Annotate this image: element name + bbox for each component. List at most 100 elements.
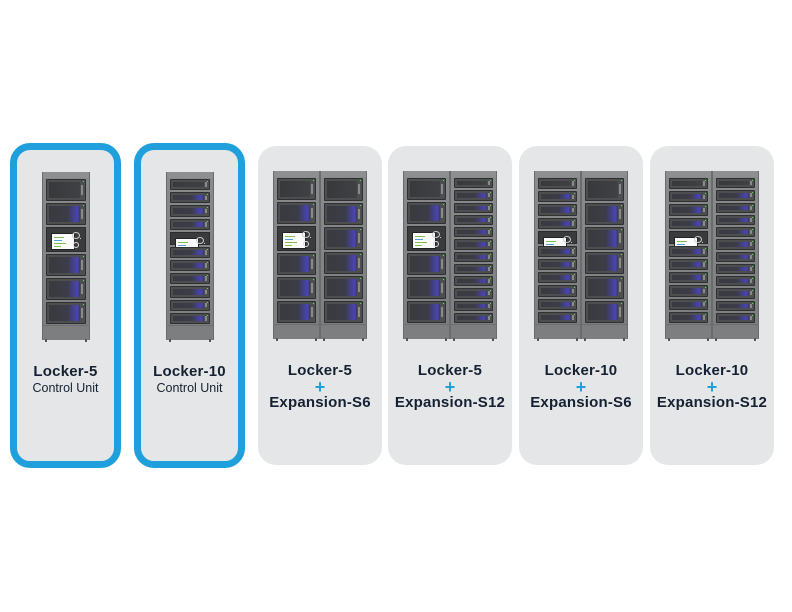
option-card-locker10-expansion-s6[interactable]: Locker-10 + Expansion-S6 bbox=[519, 146, 643, 465]
control-panel bbox=[45, 227, 86, 252]
rfid-reader-icon bbox=[432, 231, 440, 238]
option-card-locker10-control-unit[interactable]: Locker-10 Control Unit bbox=[134, 143, 245, 468]
locker-door bbox=[45, 302, 86, 324]
option-label: Locker-5 + Expansion-S6 bbox=[258, 362, 382, 412]
plus-icon: + bbox=[444, 377, 456, 397]
indicator-light bbox=[310, 237, 311, 238]
locker-door bbox=[45, 278, 86, 300]
locker-door bbox=[716, 312, 755, 323]
control-panel bbox=[669, 230, 708, 254]
cabinet-foot bbox=[453, 338, 455, 341]
cabinet-foot bbox=[276, 338, 278, 341]
door-led bbox=[621, 180, 622, 181]
locker-door bbox=[45, 179, 86, 201]
cabinet-foot bbox=[406, 338, 408, 341]
locker-doors bbox=[716, 178, 755, 323]
door-led bbox=[621, 253, 622, 255]
door-led bbox=[752, 253, 753, 255]
cabinet-base bbox=[582, 324, 627, 339]
indicator-light bbox=[440, 237, 441, 238]
door-led bbox=[360, 204, 361, 206]
expansion-s6-cabinet bbox=[320, 171, 367, 341]
door-led bbox=[490, 253, 491, 255]
door-led bbox=[360, 302, 361, 304]
door-led bbox=[574, 193, 575, 195]
option-label: Locker-5 + Expansion-S12 bbox=[388, 362, 512, 412]
touchscreen-icon bbox=[282, 232, 306, 249]
cabinet-top bbox=[404, 171, 449, 177]
cabinet-top bbox=[535, 171, 580, 177]
door-led bbox=[443, 204, 444, 205]
locker-door bbox=[716, 178, 755, 189]
cabinet-foot bbox=[754, 338, 756, 341]
cabinet-foot bbox=[668, 338, 670, 341]
door-led bbox=[752, 216, 753, 218]
locker-door bbox=[585, 202, 624, 225]
door-led bbox=[752, 204, 753, 206]
locker-door bbox=[669, 178, 708, 190]
locker-5-cabinet bbox=[41, 172, 90, 342]
door-led bbox=[490, 204, 491, 206]
door-led bbox=[443, 303, 444, 304]
cabinet-top bbox=[666, 171, 711, 177]
locker-door bbox=[716, 263, 755, 274]
locker-door bbox=[538, 258, 577, 271]
cabinet-foot bbox=[362, 338, 364, 341]
locker-door bbox=[407, 202, 446, 224]
expansion-name: Expansion-S12 bbox=[394, 394, 506, 411]
locker-door bbox=[454, 312, 493, 323]
option-label: Locker-5 Control Unit bbox=[17, 363, 114, 396]
door-led bbox=[206, 261, 208, 263]
locker-door bbox=[407, 301, 446, 323]
locker-doors bbox=[585, 178, 624, 323]
expansion-s6-cabinet bbox=[581, 171, 628, 341]
option-card-locker5-control-unit[interactable]: Locker-5 Control Unit bbox=[10, 143, 121, 468]
key-lock-icon bbox=[433, 241, 439, 247]
door-led bbox=[360, 278, 361, 279]
locker-door bbox=[669, 298, 708, 310]
door-led bbox=[206, 314, 208, 316]
cabinet-base bbox=[274, 324, 319, 339]
cabinet-base bbox=[535, 324, 580, 339]
door-led bbox=[313, 255, 314, 256]
locker-door bbox=[45, 203, 86, 225]
locker-door bbox=[538, 272, 577, 284]
option-label: Locker-10 Control Unit bbox=[141, 363, 238, 396]
door-led bbox=[443, 180, 444, 181]
option-card-locker5-expansion-s6[interactable]: Locker-5 + Expansion-S6 bbox=[258, 146, 382, 465]
locker-door bbox=[324, 276, 363, 299]
locker-door bbox=[585, 276, 624, 299]
door-led bbox=[206, 220, 208, 222]
model-name: Locker-10 bbox=[544, 362, 618, 379]
cabinet-base bbox=[666, 324, 711, 339]
locker-5-cabinet bbox=[273, 171, 320, 341]
locker-door bbox=[169, 259, 210, 272]
locker-door bbox=[324, 300, 363, 323]
door-led bbox=[705, 180, 706, 181]
locker-10-cabinet bbox=[665, 171, 712, 341]
option-card-locker5-expansion-s12[interactable]: Locker-5 + Expansion-S12 bbox=[388, 146, 512, 465]
key-lock-icon bbox=[303, 241, 309, 247]
door-led bbox=[574, 247, 575, 249]
locker-10-cabinet bbox=[534, 171, 581, 341]
locker-doors bbox=[324, 178, 363, 323]
model-name: Locker-5 bbox=[287, 362, 353, 379]
indicator-light bbox=[702, 241, 703, 243]
locker-door bbox=[538, 204, 577, 216]
door-led bbox=[206, 301, 208, 303]
option-card-locker10-expansion-s12[interactable]: Locker-10 + Expansion-S12 bbox=[650, 146, 774, 465]
locker-door bbox=[454, 214, 493, 225]
cabinet-base bbox=[451, 324, 496, 339]
rfid-reader-icon bbox=[71, 232, 80, 239]
option-label: Locker-10 + Expansion-S6 bbox=[519, 362, 643, 412]
door-led bbox=[621, 302, 622, 304]
locker-door bbox=[585, 300, 624, 323]
locker-5-cabinet bbox=[403, 171, 450, 341]
touchscreen-icon bbox=[50, 233, 75, 250]
door-led bbox=[574, 287, 575, 289]
door-led bbox=[574, 274, 575, 276]
locker-door bbox=[669, 285, 708, 297]
locker-door bbox=[407, 178, 446, 200]
control-panel bbox=[407, 226, 446, 251]
door-led bbox=[490, 192, 491, 194]
